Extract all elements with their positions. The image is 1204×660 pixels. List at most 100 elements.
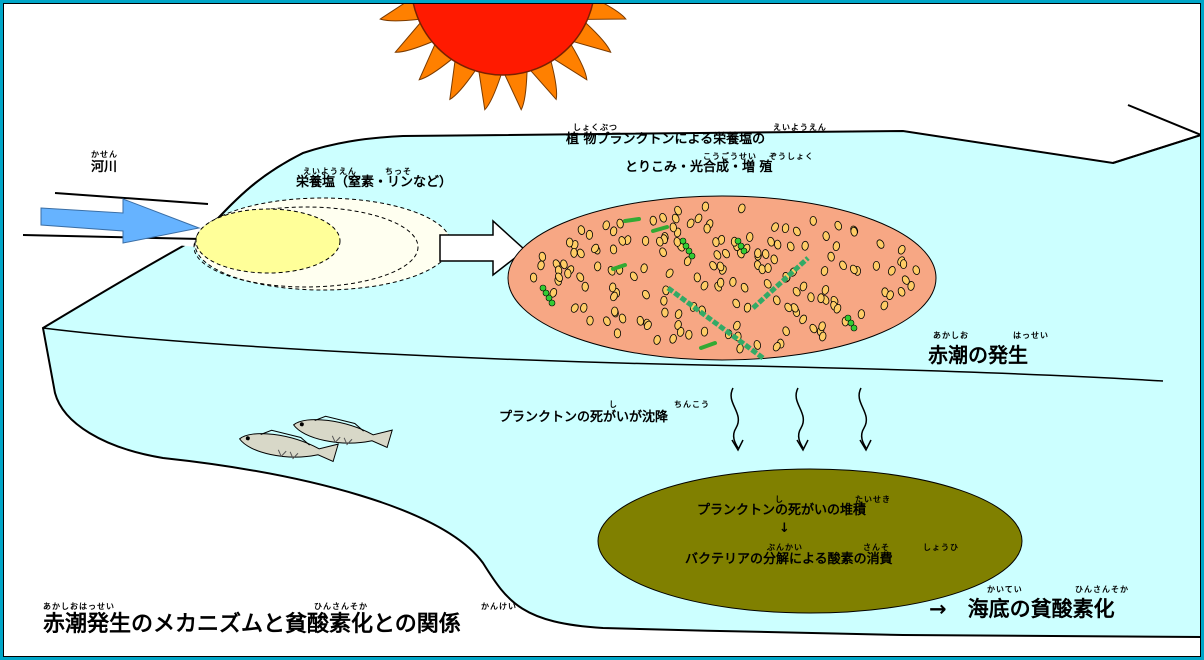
- plankton-icon: [570, 247, 578, 258]
- plankton-icon: [649, 215, 657, 226]
- plankton-icon: [686, 218, 695, 229]
- hypoxia-ruby-a: かいてい: [987, 585, 1023, 594]
- plankton-chain-bead: [688, 252, 696, 260]
- plankton-icon: [660, 295, 668, 306]
- plankton-icon: [886, 290, 894, 300]
- down-arrow: ↓: [779, 521, 790, 536]
- plankton-icon: [659, 247, 667, 257]
- plankton-chain-bead: [545, 294, 553, 302]
- plankton-icon: [609, 244, 618, 255]
- plankton-chain-bead: [539, 284, 547, 292]
- sediment-layer: [597, 468, 1023, 614]
- red-tide-label: 赤潮の発生: [928, 343, 1028, 367]
- plankton-icon: [618, 313, 627, 324]
- title-ruby-a: あかしおはっせい: [43, 602, 115, 611]
- plankton-icon: [888, 266, 896, 276]
- plankton-chain-bead: [737, 242, 745, 250]
- plankton-icon: [659, 213, 667, 223]
- plankton-icon: [555, 272, 563, 282]
- plankton-icon: [880, 300, 889, 311]
- bacteria-ruby-a: ぶんかい: [767, 543, 803, 552]
- plankton-icon: [729, 277, 737, 287]
- plankton-icon: [701, 201, 710, 212]
- river-inflow-arrow: [40, 198, 201, 244]
- plankton-icon: [577, 248, 585, 259]
- sun-ray: [529, 60, 558, 101]
- plankton-icon: [786, 241, 795, 252]
- plankton-icon: [611, 306, 619, 317]
- plankton-icon: [771, 222, 779, 232]
- plankton-icon: [674, 320, 682, 330]
- sun-ray: [504, 71, 528, 111]
- nutrient-plume: [193, 197, 452, 291]
- plankton-icon: [643, 320, 652, 330]
- sinking-ruby-a: し: [609, 400, 618, 409]
- plankton-icon: [799, 314, 807, 325]
- plankton-icon: [770, 254, 778, 265]
- sun-ray: [379, 3, 420, 22]
- plankton-icon: [671, 213, 680, 224]
- plankton-icon: [585, 229, 594, 240]
- plankton-icon: [722, 248, 730, 259]
- plankton-icon: [746, 232, 754, 242]
- title-ruby-c: かんけい: [481, 602, 517, 611]
- sinking-arrow-icon: [730, 387, 872, 452]
- red-tide-ruby-a: あかしお: [933, 331, 969, 340]
- uptake-ruby-b: えいようえん: [773, 123, 827, 132]
- plankton-chain-bead: [850, 324, 858, 332]
- plankton-icon: [876, 239, 885, 249]
- plankton-icon: [732, 298, 741, 309]
- plankton-icon: [642, 289, 650, 300]
- plankton-icon: [822, 231, 830, 241]
- plankton-icon: [850, 226, 858, 237]
- plankton-icon: [640, 263, 648, 274]
- fish-icon: [238, 415, 393, 463]
- plankton-icon: [773, 295, 781, 306]
- plankton-icon: [762, 249, 770, 259]
- plankton-icon: [801, 240, 809, 251]
- uptake-arrow: [439, 219, 527, 277]
- plankton-icon: [764, 263, 772, 274]
- plankton-icon: [669, 334, 677, 344]
- plankton-icon: [754, 248, 762, 259]
- coast-jag: [1112, 104, 1201, 164]
- uptake-ruby-a: しょくぶつ: [573, 123, 618, 132]
- plankton-icon: [907, 281, 915, 291]
- sinking-ruby-b: ちんこう: [674, 400, 710, 409]
- plankton-icon: [809, 323, 818, 334]
- title-ruby-b: ひんさんそか: [314, 602, 368, 611]
- plankton-chain-bead: [548, 299, 556, 307]
- river-ruby: かせん: [91, 150, 118, 159]
- uptake-ruby-d: ぞうしょく: [769, 152, 814, 161]
- plankton-icon: [716, 261, 725, 272]
- plankton-icon: [560, 259, 568, 270]
- red-tide-patch: [507, 195, 937, 361]
- plankton-icon: [594, 261, 602, 272]
- plankton-icon: [782, 326, 790, 337]
- plankton-icon: [693, 272, 701, 283]
- plankton-icon: [832, 241, 840, 252]
- plankton-icon: [763, 279, 772, 289]
- plankton-icon: [781, 223, 790, 234]
- sun-ray: [449, 60, 476, 101]
- plankton-icon: [819, 331, 827, 342]
- sun-icon: [379, 3, 627, 111]
- plankton-icon: [738, 203, 746, 214]
- plankton-chain-bead: [844, 314, 852, 322]
- plankton-rod: [623, 217, 641, 223]
- plankton-icon: [576, 272, 585, 282]
- plankton-icon: [580, 302, 588, 313]
- plankton-icon: [618, 236, 627, 246]
- plankton-icon: [753, 340, 762, 350]
- plankton-icon: [799, 281, 808, 292]
- plankton-icon: [839, 260, 847, 271]
- diatom-chain: [751, 256, 810, 310]
- plankton-icon: [694, 213, 703, 224]
- plankton-icon: [818, 321, 826, 332]
- plankton-icon: [603, 316, 611, 326]
- plankton-icon: [827, 251, 835, 262]
- hypoxia-ruby-b: ひんさんそか: [1075, 585, 1129, 594]
- sediment-label: プランクトンの死がいの堆積: [697, 503, 867, 518]
- plankton-icon: [713, 250, 722, 260]
- plankton-icon: [793, 226, 801, 237]
